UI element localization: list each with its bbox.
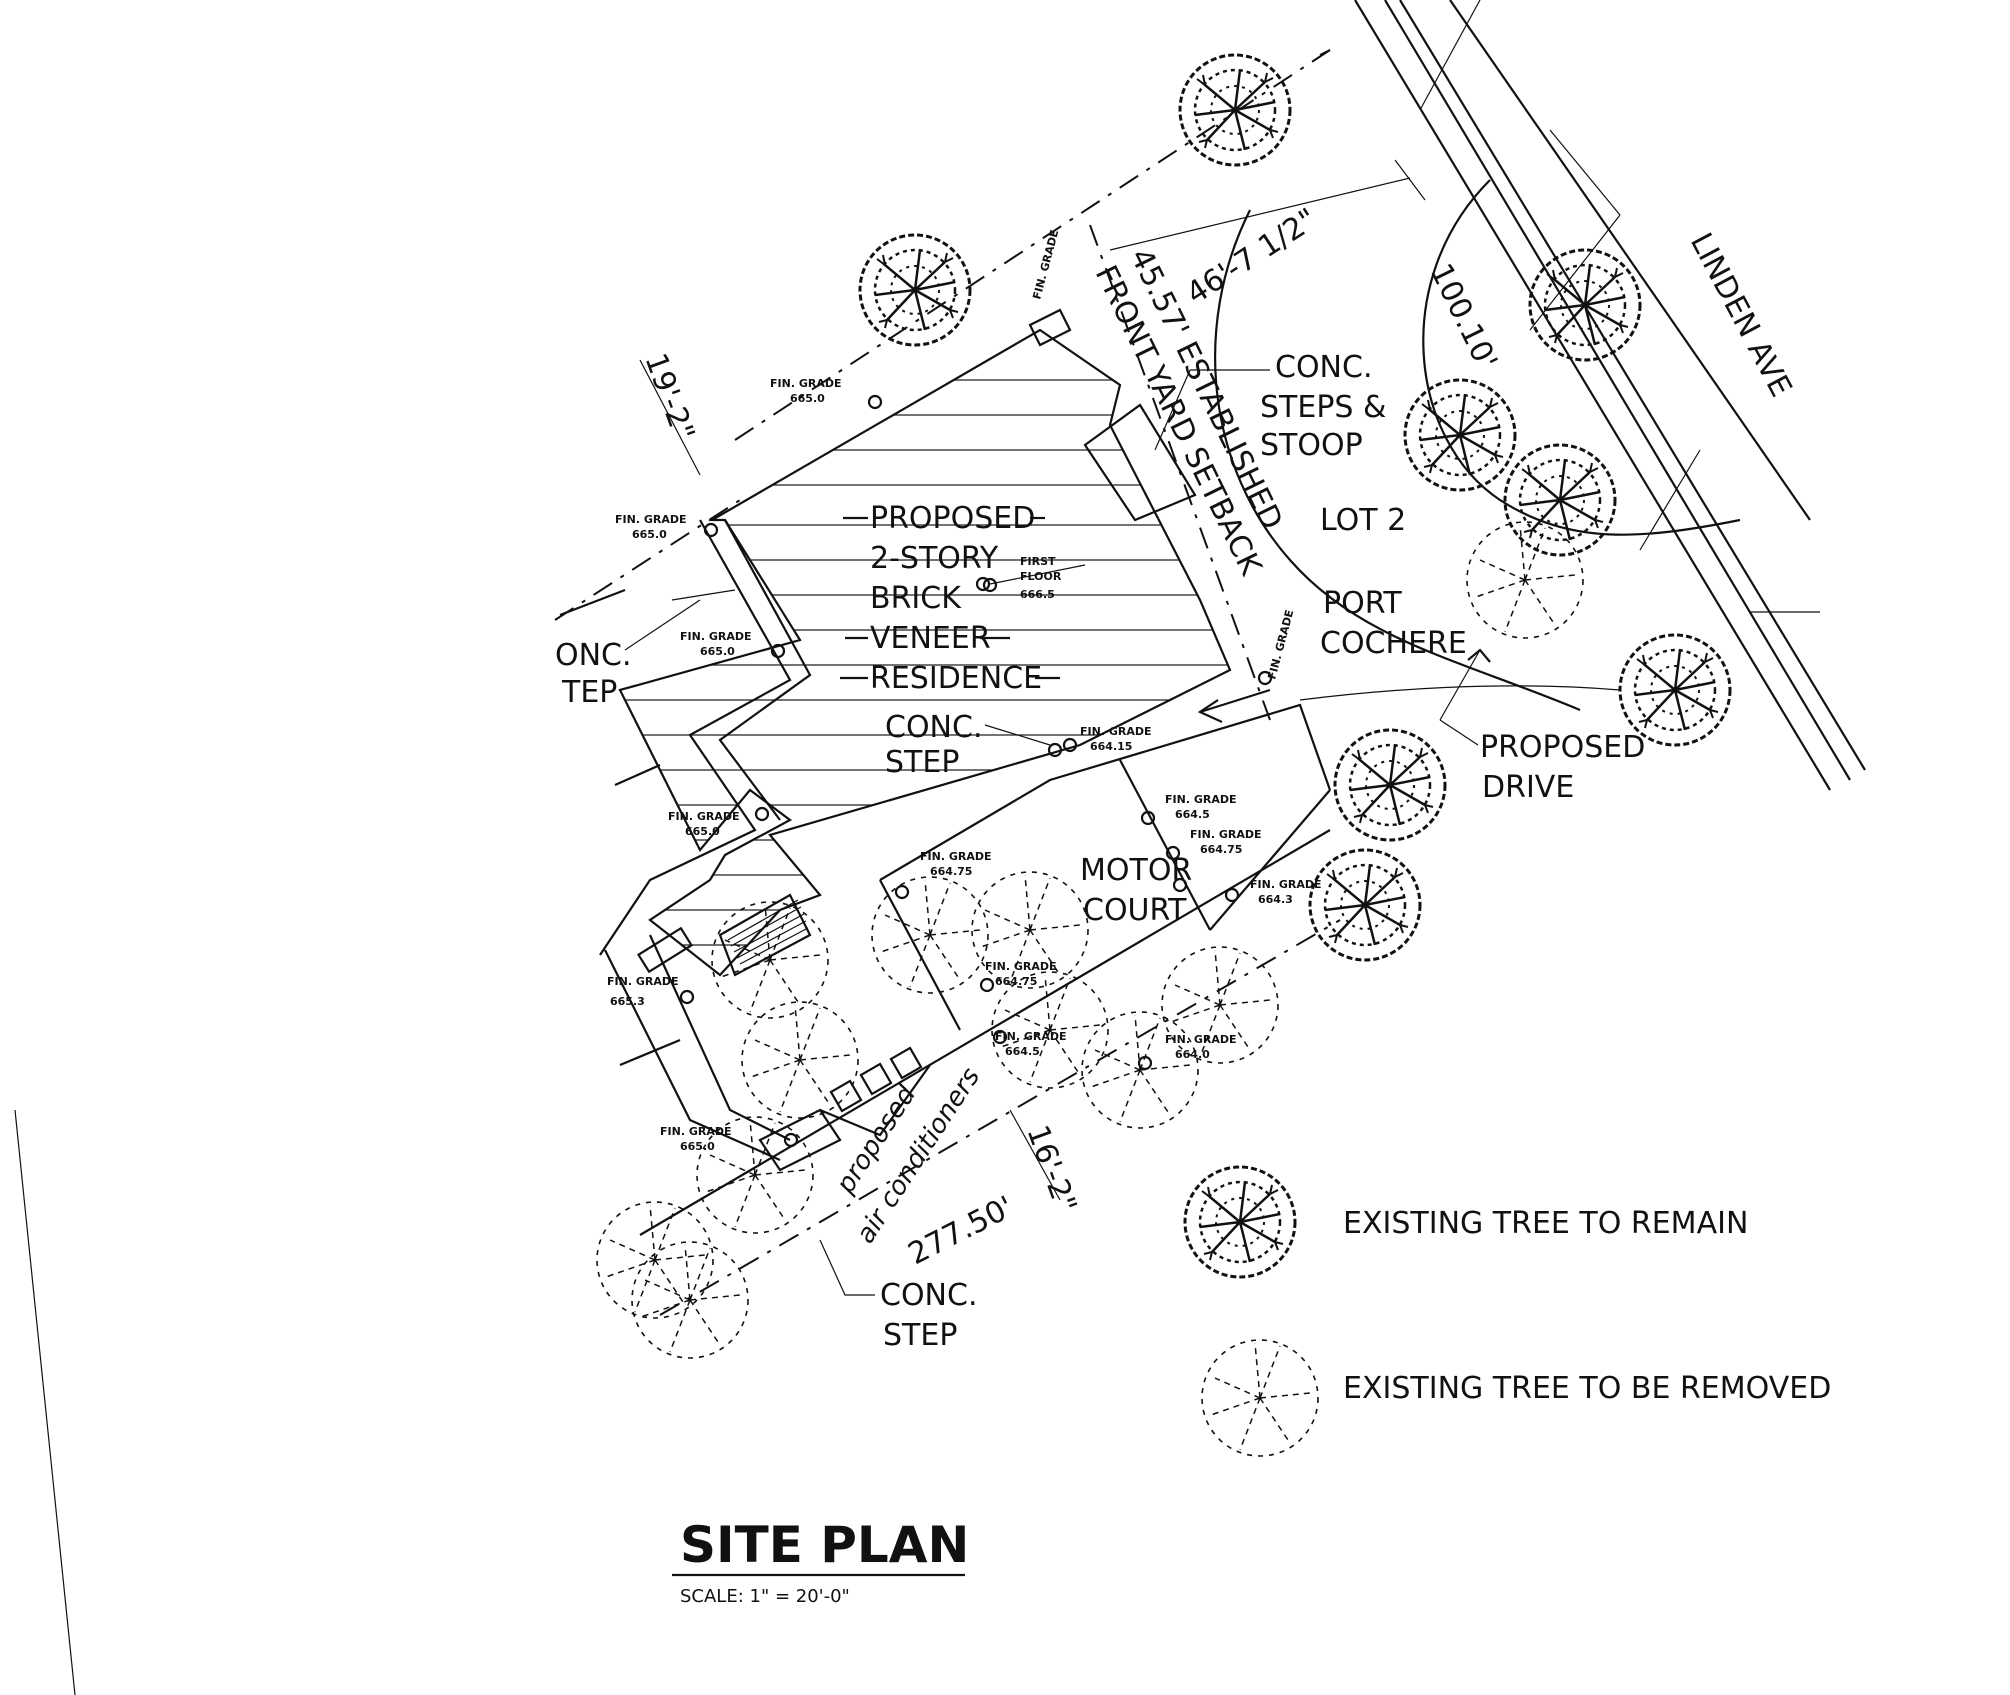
fin-grade-value: 664.5 bbox=[1005, 1045, 1040, 1058]
dimensions: 46'-7 1/2" 100.10' 277.50' 19'-2" 16'-2" bbox=[637, 202, 1503, 1272]
fin-grade-value: 664.3 bbox=[1258, 893, 1293, 906]
fin-grade-label: FIN. GRADE bbox=[920, 850, 991, 863]
tree-removed-8 bbox=[1081, 1011, 1199, 1129]
dim-side-right: 16'-2" bbox=[1019, 1121, 1083, 1218]
fin-grade-value: 665.0 bbox=[790, 392, 825, 405]
tree-remain-1 bbox=[1178, 53, 1292, 167]
lot-label: LOT 2 bbox=[1320, 503, 1406, 538]
legend: EXISTING TREE TO REMAIN EXISTING TREE TO… bbox=[1183, 1165, 1831, 1457]
tree-removed-10 bbox=[631, 1241, 749, 1359]
tree-remain-7 bbox=[1333, 728, 1447, 842]
fin-grade-value: 664.75 bbox=[930, 865, 972, 878]
fin-grade-label: FIN. GRADE bbox=[985, 960, 1056, 973]
fin-grade-label: FIN. GRADE bbox=[1080, 725, 1151, 738]
fin-grade-label: FIN. GRADE bbox=[770, 377, 841, 390]
title-block: SITE PLAN SCALE: 1" = 20'-0" bbox=[672, 1516, 969, 1607]
drive-line-2: DRIVE bbox=[1482, 770, 1574, 805]
fin-grade-label: FIN. GRADE bbox=[1165, 1033, 1236, 1046]
dim-side-left: 19'-2" bbox=[637, 349, 701, 446]
scale-label: SCALE: 1" = 20'-0" bbox=[680, 1586, 850, 1607]
fin-grade-label: FIN. GRADE bbox=[1165, 793, 1236, 806]
tree-removed-6 bbox=[741, 1001, 859, 1119]
first-floor-line-2: FLOOR bbox=[1020, 570, 1062, 583]
fin-grade-value: 665.0 bbox=[685, 825, 720, 838]
motor-court-label: MOTOR COURT bbox=[1080, 853, 1192, 928]
conc-step-left-label: ONC. TEP bbox=[555, 589, 736, 710]
fin-grade-label: FIN. GRADE bbox=[1190, 828, 1261, 841]
stoop-line-2: STEPS & bbox=[1260, 390, 1386, 425]
fin-grade-label: FIN. GRADE bbox=[680, 630, 751, 643]
port-cochere-line-2: COCHERE bbox=[1320, 626, 1467, 661]
site-walks bbox=[599, 308, 1332, 1172]
grade-markers bbox=[679, 394, 1273, 1148]
fin-grade-value: 665.0 bbox=[632, 528, 667, 541]
legend-remain-label: EXISTING TREE TO REMAIN bbox=[1343, 1206, 1748, 1241]
fin-grade-label: FIN. GRADE bbox=[660, 1125, 731, 1138]
street-linden-ave: LINDEN AVE bbox=[1354, 0, 1866, 791]
first-floor-value: 666.5 bbox=[1020, 588, 1055, 601]
residence-line-5: RESIDENCE bbox=[870, 661, 1042, 696]
step-bottom-line-2: STEP bbox=[883, 1318, 957, 1353]
proposed-drive-label: PROPOSED DRIVE bbox=[1439, 648, 1645, 805]
stair bbox=[718, 893, 812, 977]
dim-lot-frontage: 100.10' bbox=[1423, 258, 1504, 375]
fin-grade-label: FIN. GRADE bbox=[995, 1030, 1066, 1043]
port-cochere-line-1: PORT bbox=[1323, 586, 1402, 621]
residence-line-4: VENEER bbox=[870, 621, 991, 656]
fin-grade-label: FIN. GRADE bbox=[1250, 878, 1321, 891]
fin-grade-label: FIN. GRADE bbox=[607, 975, 678, 988]
fin-grade-value: 664.0 bbox=[1175, 1048, 1210, 1061]
fin-grade-label: FIN. GRADE bbox=[615, 513, 686, 526]
property-lines bbox=[14, 49, 1426, 1695]
legend-removed-label: EXISTING TREE TO BE REMOVED bbox=[1343, 1371, 1831, 1406]
fin-grade-value: 665.0 bbox=[680, 1140, 715, 1153]
legend-tree-removed-icon bbox=[1201, 1339, 1319, 1457]
fin-grade-value: 665.3 bbox=[610, 995, 645, 1008]
dim-rear-depth: 277.50' bbox=[903, 1190, 1020, 1273]
fin-grade-value: 665.0 bbox=[700, 645, 735, 658]
port-cochere-label: PORT COCHERE bbox=[1320, 586, 1467, 661]
step-bottom-line-1: CONC. bbox=[880, 1278, 978, 1313]
fin-grade-value: 664.75 bbox=[1200, 843, 1242, 856]
conc-step-center-label: CONC. STEP bbox=[885, 710, 1051, 780]
fin-grade-label: FIN. GRADE bbox=[1030, 228, 1061, 300]
dim-front-width: 46'-7 1/2" bbox=[1180, 202, 1323, 312]
fin-grade-value: 664.75 bbox=[995, 975, 1037, 988]
air-conditioners bbox=[819, 1046, 931, 1137]
motor-court-line-1: MOTOR bbox=[1080, 853, 1192, 888]
first-floor-label: FIRST FLOOR 666.5 bbox=[1020, 555, 1062, 601]
fin-grade-label: FIN. GRADE bbox=[668, 810, 739, 823]
conc-step-bottom-label: CONC. STEP bbox=[819, 1239, 978, 1353]
residence-line-1: PROPOSED bbox=[870, 501, 1035, 536]
stoop-line-1: CONC. bbox=[1275, 350, 1373, 385]
tree-removed-11 bbox=[596, 1201, 714, 1319]
stoop-line-3: STOOP bbox=[1260, 428, 1363, 463]
tree-remain-8 bbox=[1308, 848, 1422, 962]
tree-remain-6 bbox=[1618, 633, 1732, 747]
first-floor-line-1: FIRST bbox=[1020, 555, 1056, 568]
step-center-line-1: CONC. bbox=[885, 710, 983, 745]
residence-line-3: BRICK bbox=[870, 581, 962, 616]
street-label: LINDEN AVE bbox=[1683, 227, 1798, 402]
tree-remain-3 bbox=[1528, 248, 1642, 362]
legend-tree-remain-icon bbox=[1183, 1165, 1297, 1279]
fin-grade-label: FIN. GRADE bbox=[1265, 608, 1296, 680]
step-center-line-2: STEP bbox=[885, 745, 959, 780]
page-title: SITE PLAN bbox=[680, 1516, 969, 1574]
residence-line-2: 2-STORY bbox=[870, 541, 999, 576]
step-left-line-1: ONC. bbox=[555, 638, 632, 673]
tree-remain-4 bbox=[1403, 378, 1517, 492]
residence-label: PROPOSED 2-STORY BRICK VENEER RESIDENCE bbox=[840, 501, 1086, 696]
motor-court-line-2: COURT bbox=[1083, 893, 1187, 928]
tree-remain-5 bbox=[1503, 443, 1617, 557]
conc-steps-stoop-label: CONC. STEPS & STOOP bbox=[1154, 350, 1386, 463]
fin-grade-value: 664.15 bbox=[1090, 740, 1132, 753]
fin-grade-value: 664.5 bbox=[1175, 808, 1210, 821]
drive-line-1: PROPOSED bbox=[1480, 730, 1645, 765]
step-left-line-2: TEP bbox=[561, 675, 617, 710]
tree-remain-2 bbox=[858, 233, 972, 347]
